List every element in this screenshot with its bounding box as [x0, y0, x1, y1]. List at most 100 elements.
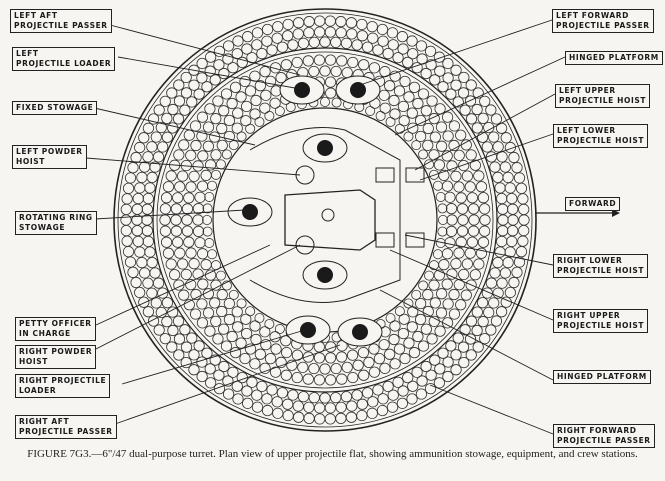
fixed-stowage-projectile: [246, 376, 258, 388]
fixed-stowage-projectile: [139, 267, 151, 279]
rotating-ring-projectile: [202, 121, 215, 133]
fixed-stowage-projectile: [477, 316, 489, 328]
rotating-ring-projectile: [368, 343, 380, 355]
label-right-projectile-loader: RIGHT PROJECTILE LOADER: [15, 374, 111, 398]
fixed-stowage-projectile: [124, 172, 137, 184]
fixed-stowage-projectile: [433, 51, 445, 63]
fixed-stowage-projectile: [437, 81, 449, 93]
rotating-ring-projectile: [455, 299, 467, 311]
rotating-ring-projectile: [192, 225, 205, 237]
rotating-ring-projectile: [275, 356, 287, 368]
fixed-stowage-projectile: [471, 324, 483, 337]
fixed-stowage-projectile: [188, 364, 200, 376]
fixed-stowage-projectile: [287, 39, 299, 51]
rotating-ring-projectile: [162, 181, 175, 193]
rotating-ring-projectile: [347, 56, 359, 69]
leader-line: [121, 329, 306, 385]
leader-line: [95, 244, 271, 326]
rotating-ring-projectile: [426, 333, 438, 345]
rotating-ring-projectile: [259, 362, 271, 374]
fixed-stowage-projectile: [167, 324, 179, 337]
fixed-stowage-projectile: [142, 277, 154, 289]
rotating-ring-projectile: [411, 289, 422, 300]
rotating-ring-projectile: [378, 89, 390, 101]
rotating-ring-projectile: [223, 114, 236, 127]
rotating-ring-projectile: [460, 289, 472, 301]
fixed-stowage-projectile: [356, 409, 368, 422]
rotating-ring-projectile: [399, 75, 411, 88]
fixed-stowage-projectile: [502, 256, 514, 269]
rotating-ring-projectile: [385, 313, 396, 324]
rotating-ring-projectile: [479, 225, 491, 237]
fixed-stowage-projectile: [376, 404, 389, 417]
fixed-stowage-projectile: [173, 349, 185, 361]
turret-center-equipment: [217, 75, 433, 347]
rotating-ring-projectile: [429, 297, 441, 309]
leader-line: [117, 56, 296, 89]
rotating-ring-projectile: [196, 111, 209, 123]
rotating-ring-projectile: [429, 260, 440, 271]
rotating-ring-projectile: [324, 352, 337, 364]
label-right-powder-hoist: RIGHT POWDER HOIST: [15, 345, 97, 369]
fixed-stowage-projectile: [465, 315, 478, 327]
fixed-stowage-projectile: [266, 384, 278, 396]
rotating-ring-projectile: [200, 169, 212, 181]
fixed-stowage-projectile: [457, 87, 470, 99]
fixed-stowage-projectile: [416, 375, 428, 387]
rotating-ring-projectile: [229, 347, 242, 359]
rotating-ring-projectile: [280, 369, 292, 381]
rotating-ring-projectile: [197, 278, 209, 290]
rotating-ring-projectile: [336, 351, 348, 363]
rotating-ring-projectile: [475, 181, 488, 193]
rotating-ring-projectile: [415, 297, 427, 310]
fixed-stowage-projectile: [172, 113, 185, 125]
fixed-stowage-projectile: [292, 17, 305, 29]
crew-member: [294, 82, 310, 98]
rotating-ring-projectile: [254, 348, 266, 360]
fixed-stowage-projectile: [213, 369, 225, 381]
fixed-stowage-projectile: [136, 256, 148, 269]
rotating-ring-projectile: [432, 249, 443, 260]
fixed-stowage-projectile: [424, 383, 437, 395]
rotating-ring-projectile: [204, 103, 216, 115]
fixed-stowage-projectile: [396, 397, 408, 409]
projectile-hoist: [375, 232, 395, 248]
rotating-ring-projectile: [259, 102, 271, 114]
rotating-ring-projectile: [241, 100, 253, 113]
fixed-stowage-projectile: [142, 122, 155, 134]
rotating-ring-projectile: [239, 352, 251, 365]
crew-member: [352, 324, 368, 340]
rotating-ring-projectile: [373, 353, 386, 365]
fixed-stowage-projectile: [330, 36, 342, 48]
rotating-ring-projectile: [231, 122, 243, 134]
rotating-ring-projectile: [245, 306, 256, 317]
fixed-stowage-projectile: [303, 412, 315, 424]
fixed-stowage-projectile: [205, 377, 217, 389]
rotating-ring-projectile: [448, 288, 460, 301]
fixed-stowage-projectile: [351, 39, 363, 51]
fixed-stowage-projectile: [507, 214, 519, 226]
fixed-stowage-projectile: [465, 79, 477, 91]
rotating-ring-projectile: [448, 120, 461, 132]
leader-line: [419, 133, 554, 181]
rotating-ring-projectile: [259, 326, 271, 338]
rotating-ring-projectile: [406, 321, 418, 333]
fixed-stowage-projectile: [442, 72, 454, 84]
fixed-stowage-projectile: [324, 413, 336, 425]
rotating-ring-projectile: [249, 70, 261, 82]
rotating-ring-projectile: [457, 214, 469, 226]
fixed-stowage-projectile: [297, 391, 310, 403]
fixed-stowage-projectile: [153, 104, 165, 116]
label-right-lower-projectile-hoist: RIGHT LOWER PROJECTILE HOIST: [553, 254, 649, 278]
rotating-ring-projectile: [177, 258, 189, 270]
fixed-stowage-projectile: [489, 161, 501, 173]
rotating-ring-projectile: [218, 323, 230, 335]
fixed-stowage-projectile: [166, 87, 178, 99]
label-forward: FORWARD: [565, 197, 621, 211]
fixed-stowage-projectile: [172, 315, 185, 327]
rotating-ring-projectile: [173, 149, 185, 161]
fixed-stowage-projectile: [479, 95, 491, 107]
fixed-stowage-projectile: [138, 296, 150, 308]
rotating-ring-projectile: [210, 149, 222, 161]
fixed-stowage-projectile: [227, 62, 239, 74]
